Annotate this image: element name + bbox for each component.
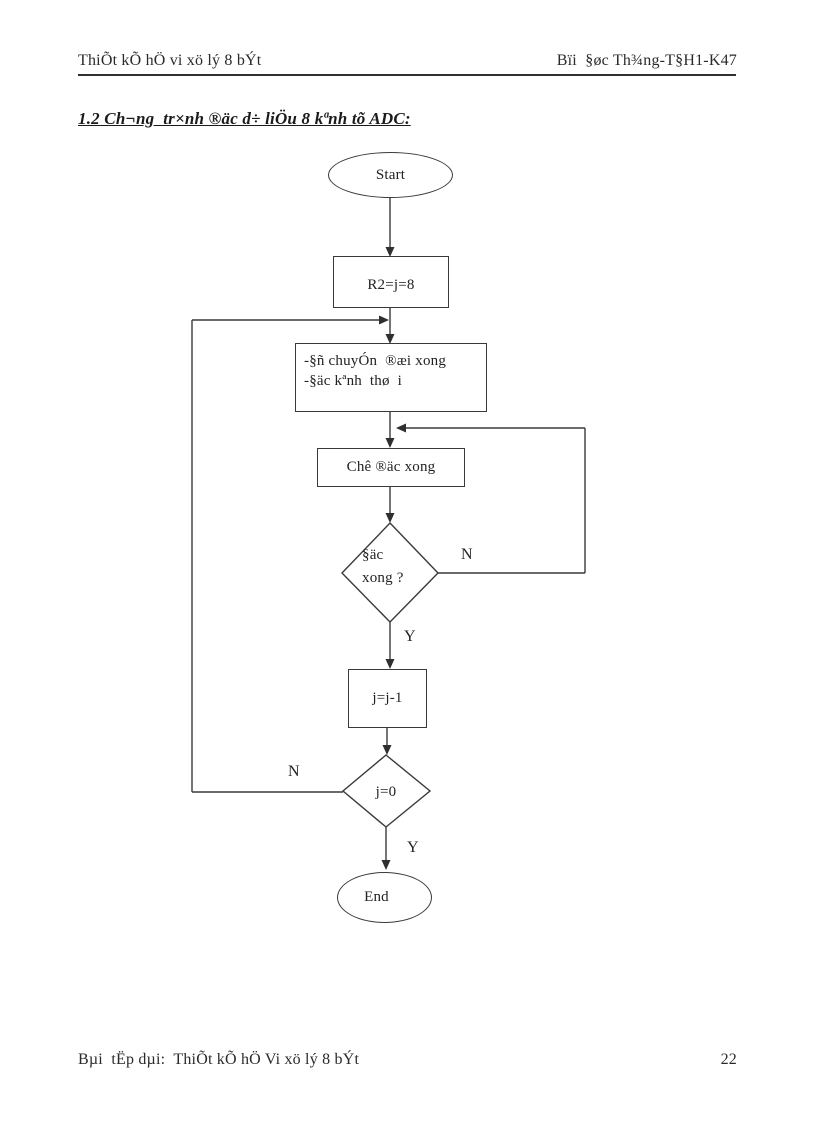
start-node-label: Start [375,166,406,183]
process-node-line1: -§ñ chuyÓn ®æi xong [304,353,447,369]
decision1-text: §äc xong ? [362,544,404,590]
decision1-line2: xong ? [362,570,404,586]
decision2-no-label: N [288,763,300,780]
connector-init-to-process [385,308,395,344]
connector-decision2-to-end [381,827,391,870]
init-node-label: R2=j=8 [367,276,415,293]
decision2-yes-label: Y [407,839,419,856]
header-left-text: ThiÕt kÕ hÖ vi xö lý 8 bÝt [78,52,262,69]
wait-node-label: Chê ®äc xong [346,459,436,475]
decision1-yes-label: Y [404,628,416,645]
decision1-no-label: N [461,546,473,563]
end-node-label: End [364,889,389,905]
feedback-loop-right [396,423,586,574]
header-rule [78,74,736,76]
process-node: -§ñ chuyÓn ®æi xong -§äc kªnh thø i [295,343,487,412]
footer-page-number: 22 [720,1051,737,1068]
connector-start-to-init [385,198,395,257]
wait-node: Chê ®äc xong [317,448,465,487]
decision2-text: j=0 [375,784,397,800]
decrement-node-label: j=j-1 [372,690,403,706]
decrement-node: j=j-1 [348,669,427,728]
feedback-loop-left [191,315,389,793]
connector-process-to-wait [385,412,395,448]
process-node-line2: -§äc kªnh thø i [304,373,402,389]
connector-wait-to-decision1 [385,487,395,523]
decision1-line1: §äc [362,547,384,563]
start-node: Start [328,152,453,198]
init-node: R2=j=8 [333,256,449,308]
end-node: End [337,872,432,923]
section-title: 1.2 Ch¬ng tr×nh ®äc d÷ liÖu 8 kªnh tõ AD… [78,109,411,128]
connector-decision1-to-decrement [385,622,395,669]
header-right-text: Bïi §øc Th¾ng-T§H1-K47 [556,52,737,69]
footer-left-text: Bµi tËp dµi: ThiÕt kÕ hÖ Vi xö lý 8 bÝt [78,1051,360,1068]
connector-decrement-to-decision2 [382,728,392,755]
